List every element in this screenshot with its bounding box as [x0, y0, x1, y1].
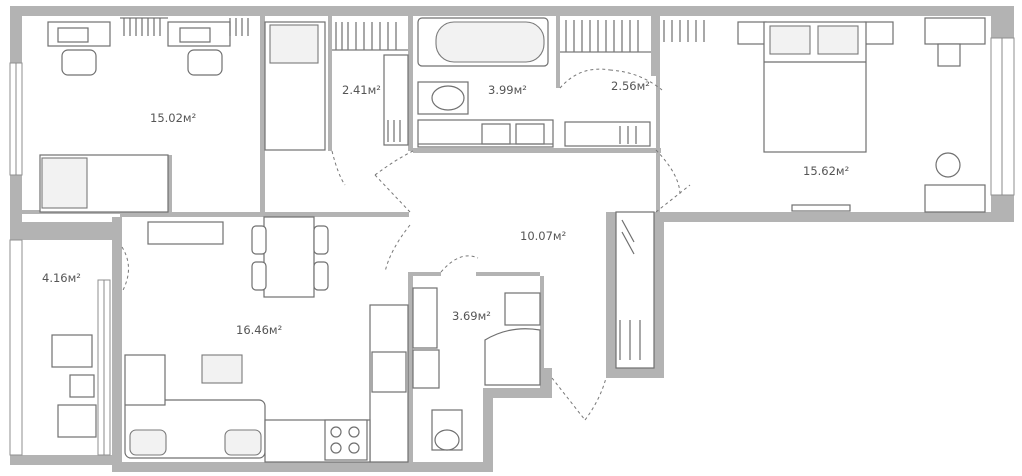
- area-label-balcony: 4.16м²: [42, 271, 81, 285]
- windows: [9, 37, 1015, 456]
- bathroom-fixtures: [417, 17, 554, 148]
- hallway-wardrobe: [615, 211, 655, 369]
- outer-walls: [10, 6, 1014, 472]
- bedroom-left-furniture: [39, 17, 249, 213]
- area-label-bathroom: 3.99м²: [488, 83, 527, 97]
- area-labels: 15.02м² 2.41м² 3.99м² 2.56м² 15.62м² 10.…: [42, 79, 849, 337]
- closet-small-furniture: [264, 21, 409, 151]
- toilet-shower-fixtures: [412, 287, 541, 451]
- area-label-kitchen-living: 16.46м²: [236, 323, 282, 337]
- walk-in-closet-furniture: [560, 20, 705, 147]
- door-swings: [121, 68, 691, 421]
- area-label-closet-small: 2.41м²: [342, 83, 381, 97]
- kitchen-living-furniture: [124, 216, 409, 463]
- area-label-walk-in-closet: 2.56м²: [611, 79, 650, 93]
- balcony-furniture: [51, 334, 97, 438]
- bedroom-right-furniture: [737, 17, 986, 213]
- area-label-toilet-shower: 3.69м²: [452, 309, 491, 323]
- area-label-bedroom-right: 15.62м²: [803, 164, 849, 178]
- area-label-bedroom-left: 15.02м²: [150, 111, 196, 125]
- area-label-hallway: 10.07м²: [520, 229, 566, 243]
- interior-walls: [22, 16, 661, 462]
